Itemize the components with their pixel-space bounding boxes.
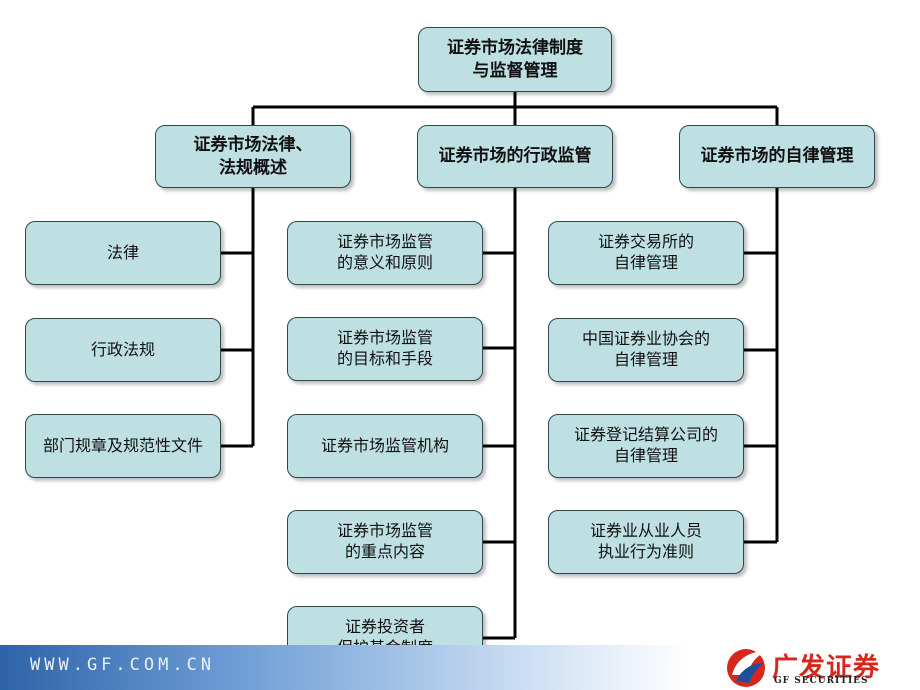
company-logo: 广发证券 GF SECURITIES [722,645,912,690]
law-item-department-rules: 部门规章及规范性文件 [25,414,221,478]
law-item-admin-regulations: 行政法规 [25,318,221,382]
self-item-association: 中国证券业协会的 自律管理 [548,318,744,382]
footer-url: WWW.GF.COM.CN [30,655,216,675]
self-item-exchange: 证券交易所的 自律管理 [548,221,744,285]
self-item-clearing: 证券登记结算公司的 自律管理 [548,414,744,478]
admin-item-significance: 证券市场监管 的意义和原则 [287,221,483,285]
branch-self-title: 证券市场的自律管理 [679,125,875,188]
logo-name: 广发证券 [772,653,881,683]
admin-item-institutions: 证券市场监管机构 [287,414,483,478]
footer-band [0,645,690,690]
branch-law-title: 证券市场法律、 法规概述 [155,125,351,188]
admin-item-goals: 证券市场监管 的目标和手段 [287,317,483,381]
logo-subtitle: GF SECURITIES [774,676,869,686]
gf-flame-logo-icon [727,649,766,687]
footer: WWW.GF.COM.CN 广发证券 GF SECURITIES [0,645,920,690]
self-item-practitioners: 证券业从业人员 执业行为准则 [548,510,744,574]
branch-admin-title: 证券市场的行政监管 [417,125,613,188]
admin-item-key-content: 证券市场监管 的重点内容 [287,510,483,574]
law-item-law: 法律 [25,221,221,285]
root-node: 证券市场法律制度 与监督管理 [418,27,612,92]
